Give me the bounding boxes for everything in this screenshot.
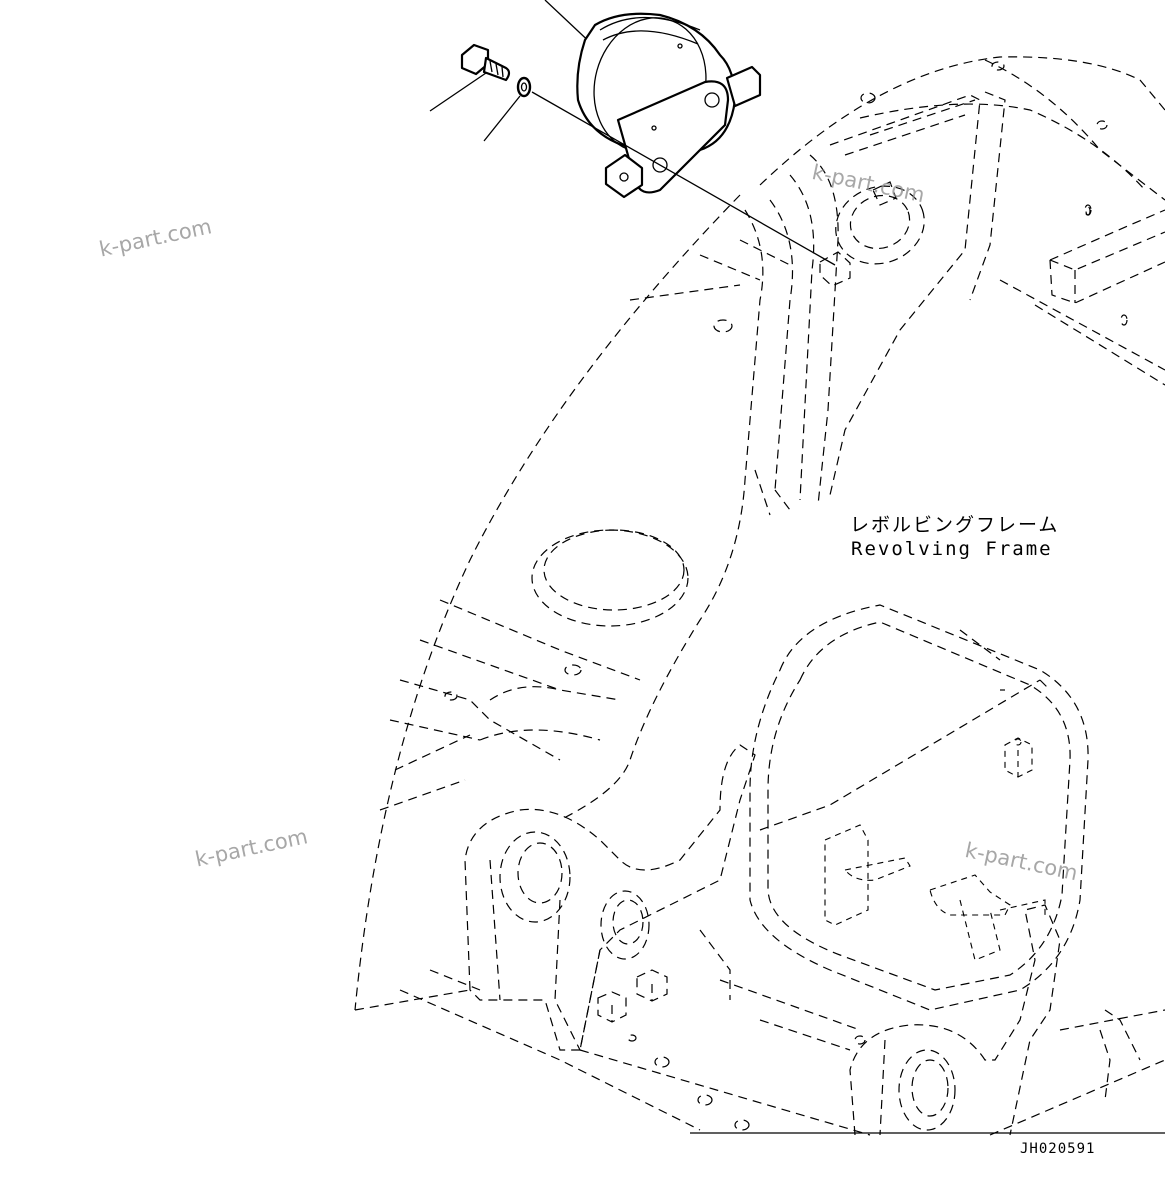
washer — [483, 76, 532, 142]
bolt — [429, 43, 511, 112]
horn-component — [544, 0, 762, 199]
frame-label-japanese: レボルビングフレーム — [850, 514, 1060, 536]
assembly-centerline — [531, 91, 836, 266]
drawing-code: JH020591 — [1020, 1141, 1096, 1157]
revolving-frame — [354, 56, 1165, 1136]
frame-label-english: Revolving Frame — [851, 538, 1053, 560]
